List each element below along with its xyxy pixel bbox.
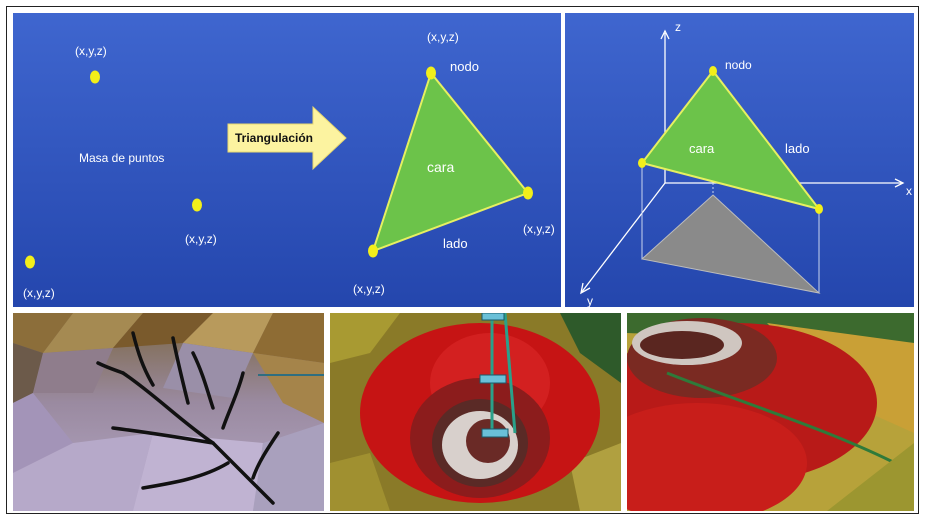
terrain-patch (570, 443, 621, 511)
z-axis-label: z (675, 20, 681, 34)
node-coord-label: (x,y,z) (523, 222, 555, 236)
face-label-3d: cara (689, 141, 715, 156)
node-label-3d: nodo (725, 58, 752, 72)
node-3d (709, 66, 717, 76)
triangulation-panel: (x,y,z) (x,y,z) (x,y,z) Masa de puntos T… (13, 13, 561, 307)
terrain-drainage-image (13, 313, 324, 511)
terrain-facet (133, 433, 263, 511)
point-coord-label: (x,y,z) (23, 286, 55, 300)
node-label: nodo (450, 59, 479, 74)
terrain-facet (253, 353, 324, 423)
edge-label-3d: lado (785, 141, 810, 156)
scatter-point (25, 255, 35, 269)
terrain-patch (330, 313, 400, 363)
node-coord-label: (x,y,z) (427, 30, 459, 44)
drainage-branch (171, 336, 190, 405)
drainage-branch (221, 371, 245, 430)
drainage-branch (111, 426, 215, 445)
profile-marker (481, 313, 505, 321)
drainage-branch (141, 461, 230, 490)
drainage-branch (191, 351, 215, 410)
triangle-node (368, 244, 378, 258)
y-axis (580, 182, 666, 294)
profile-marker (481, 428, 509, 438)
triangulation-arrow (227, 105, 347, 171)
crater-pit (466, 419, 510, 463)
terrain-facet (183, 313, 273, 353)
terrain-facet (43, 313, 143, 353)
x-axis-arrowhead (894, 178, 905, 188)
terrain-facet (13, 313, 73, 353)
terrain-facet (253, 313, 324, 363)
face-label: cara (427, 159, 454, 175)
point-coord-label: (x,y,z) (185, 232, 217, 246)
face-3d (640, 69, 822, 211)
drainage-branch (251, 431, 280, 480)
crater-pit (640, 331, 724, 359)
figure-frame: (x,y,z) (x,y,z) (x,y,z) Masa de puntos T… (6, 6, 919, 514)
terrain-facet (13, 343, 43, 403)
node-coord-label: (x,y,z) (353, 282, 385, 296)
x-axis-label: x (906, 184, 912, 198)
crater-top-image (330, 313, 621, 511)
red-zone (627, 403, 807, 511)
crater-oblique-svg (627, 313, 914, 511)
crater-top-svg (330, 313, 621, 511)
triangulation-svg: (x,y,z) (x,y,z) (x,y,z) Masa de puntos T… (13, 13, 561, 307)
node-3d (638, 158, 646, 168)
profile-line (666, 371, 914, 475)
edge-label: lado (443, 236, 468, 251)
projected-face (640, 194, 821, 294)
node-3d (815, 204, 823, 214)
crater-oblique-image (627, 313, 914, 511)
point-cloud-label: Masa de puntos (79, 151, 164, 165)
drainage-branch (131, 331, 155, 387)
terrain-facet (13, 433, 153, 511)
terrain-patch (330, 453, 390, 511)
terrain-facet (113, 313, 213, 348)
triangle-node (523, 186, 533, 200)
terrain-patch (560, 313, 621, 383)
y-axis-label: y (587, 294, 593, 307)
z-axis-arrowhead (660, 29, 670, 40)
scatter-point (90, 70, 100, 84)
drainage-network (96, 331, 280, 505)
axes3d-panel: z x y nodo cara lado (565, 13, 914, 307)
terrain-facet (33, 348, 113, 393)
drainage-branch (96, 361, 125, 375)
y-axis-arrowhead (580, 282, 591, 295)
profile-line (503, 313, 517, 434)
terrain-facet (163, 343, 253, 398)
terrain-facet (13, 393, 73, 473)
terrain-drainage-svg (13, 313, 324, 511)
triangle-node (426, 66, 436, 80)
axes3d-svg: z x y nodo cara lado (565, 13, 914, 307)
terrain-patch (827, 443, 914, 511)
triangle-face (371, 70, 530, 253)
point-coord-label: (x,y,z) (75, 44, 107, 58)
profile-marker (479, 374, 507, 384)
arrow-label: Triangulación (235, 131, 313, 145)
scatter-point (192, 198, 202, 212)
